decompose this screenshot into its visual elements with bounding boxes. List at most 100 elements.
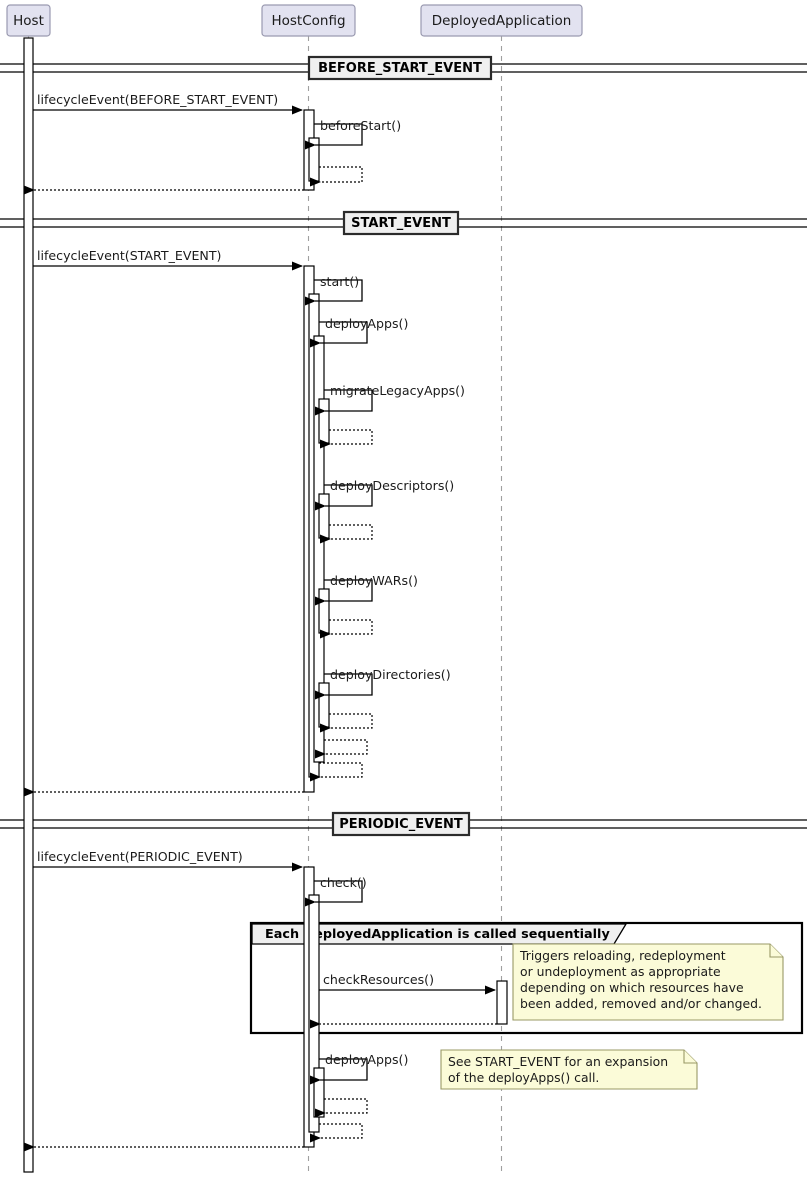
- message-m6: start(): [305, 274, 363, 306]
- self-message-arrow: [310, 762, 363, 782]
- divider-label: BEFORE_START_EVENT: [318, 61, 482, 76]
- participant-deployedapplication[interactable]: DeployedApplication: [420, 4, 583, 37]
- message-m19: lifecycleEvent(PERIODIC_EVENT): [33, 849, 303, 872]
- divider-label: PERIODIC_EVENT: [339, 817, 463, 832]
- self-message-arrow: [315, 389, 373, 416]
- message-m7: deployApps(): [310, 316, 408, 348]
- message-m24: [315, 1098, 368, 1118]
- message-label: lifecycleEvent(BEFORE_START_EVENT): [37, 92, 278, 107]
- activation-bar-deployedapp-checkresources: [496, 980, 508, 1025]
- message-label: check(): [320, 875, 367, 890]
- message-m1: lifecycleEvent(BEFORE_START_EVENT): [33, 92, 303, 115]
- activation-bar-hostconfig-deployapps: [313, 335, 325, 763]
- lifelines-layer: [27, 36, 503, 1172]
- self-message-arrow: [315, 579, 373, 606]
- participant-label: Host: [13, 13, 44, 29]
- group-frame: [249, 921, 804, 1035]
- self-message-arrow: [305, 880, 363, 907]
- message-m5: lifecycleEvent(START_EVENT): [33, 248, 303, 271]
- note-body: [440, 1049, 698, 1090]
- participants-layer: Host HostConfig DeployedApplication: [6, 4, 583, 37]
- message-label: start(): [320, 274, 359, 289]
- divider-periodic-event: PERIODIC_EVENT: [0, 811, 807, 837]
- message-label: lifecycleEvent(START_EVENT): [37, 248, 221, 263]
- message-label: deployDirectories(): [330, 667, 451, 682]
- participant-box[interactable]: [6, 4, 51, 37]
- message-label: deployApps(): [325, 316, 408, 331]
- self-message-arrow: [310, 166, 363, 187]
- self-message-arrow: [310, 1123, 363, 1143]
- message-m17: [310, 762, 363, 782]
- message-label: beforeStart(): [320, 118, 401, 133]
- participant-host[interactable]: Host: [6, 4, 51, 37]
- note-line: or undeployment as appropriate: [520, 964, 721, 979]
- activation-bar-hostconfig-deployapps-periodic: [313, 1067, 325, 1118]
- message-m23: deployApps(): [310, 1052, 408, 1085]
- message-m8: migrateLegacyApps(): [315, 383, 465, 416]
- self-message-arrow: [315, 484, 373, 511]
- divider-box: [307, 55, 493, 81]
- activation-bar-hostconfig-deploydirectories: [318, 682, 330, 728]
- activation-bar-hostconfig-check-self: [308, 894, 320, 1133]
- note-fold: [769, 944, 783, 958]
- message-m3: [310, 166, 363, 187]
- dividers-layer: BEFORE_START_EVENT START_EVENT PERIODIC_EV…: [0, 55, 807, 837]
- note-fold: [683, 1050, 697, 1064]
- message-m20: check(): [305, 875, 367, 907]
- activation-bar-host-main: [23, 37, 34, 1173]
- self-message-arrow: [320, 713, 373, 733]
- message-m13: [320, 619, 373, 639]
- participant-box[interactable]: [420, 4, 583, 37]
- self-message-arrow: [320, 619, 373, 639]
- activation-bar-hostconfig-deploywars: [318, 588, 330, 634]
- message-m16: [315, 739, 368, 759]
- message-label: migrateLegacyApps(): [330, 383, 465, 398]
- self-message-arrow: [315, 739, 368, 759]
- note-line: Triggers reloading, redeployment: [519, 948, 726, 963]
- self-message-arrow: [320, 429, 373, 449]
- message-label: checkResources(): [323, 972, 434, 987]
- message-label: deployDescriptors(): [330, 478, 454, 493]
- self-message-arrow: [315, 1098, 368, 1118]
- messages-layer: lifecycleEvent(BEFORE_START_EVENT)before…: [24, 92, 497, 1152]
- message-m9: [320, 429, 373, 449]
- message-label: deployWARs(): [330, 573, 418, 588]
- divider-start-event: START_EVENT: [0, 210, 807, 236]
- self-message-arrow: [310, 1058, 368, 1085]
- message-label: lifecycleEvent(PERIODIC_EVENT): [37, 849, 243, 864]
- participant-label: HostConfig: [271, 13, 345, 29]
- self-message-arrow: [305, 279, 363, 306]
- message-m2: beforeStart(): [305, 118, 401, 150]
- self-message-arrow: [320, 524, 373, 544]
- message-m10: deployDescriptors(): [315, 478, 454, 511]
- message-m14: deployDirectories(): [315, 667, 451, 700]
- self-message-arrow: [315, 673, 373, 700]
- note-line: depending on which resources have: [520, 980, 744, 995]
- self-message-arrow: [305, 123, 363, 150]
- activation-bar-hostconfig-deploydescriptors: [318, 493, 330, 539]
- self-message-arrow: [310, 321, 368, 348]
- message-m21: checkResources(): [319, 972, 496, 995]
- divider-label: START_EVENT: [351, 216, 451, 231]
- divider-box: [331, 811, 471, 837]
- message-label: deployApps(): [325, 1052, 408, 1067]
- message-m12: deployWARs(): [315, 573, 418, 606]
- note-body: [512, 943, 784, 1021]
- participant-label: DeployedApplication: [432, 13, 572, 29]
- divider-box: [342, 210, 460, 236]
- note-line: of the deployApps() call.: [448, 1070, 599, 1085]
- note-line: been added, removed and/or changed.: [520, 996, 762, 1011]
- message-m25: [310, 1123, 363, 1143]
- participant-box[interactable]: [261, 4, 356, 37]
- divider-before-start-event: BEFORE_START_EVENT: [0, 55, 807, 81]
- participant-hostconfig[interactable]: HostConfig: [261, 4, 356, 37]
- message-m15: [320, 713, 373, 733]
- activation-bar-hostconfig-migratelegacy: [318, 398, 330, 444]
- group-label: Each DeployedApplication is called seque…: [265, 927, 610, 942]
- note-line: See START_EVENT for an expansion: [448, 1054, 668, 1069]
